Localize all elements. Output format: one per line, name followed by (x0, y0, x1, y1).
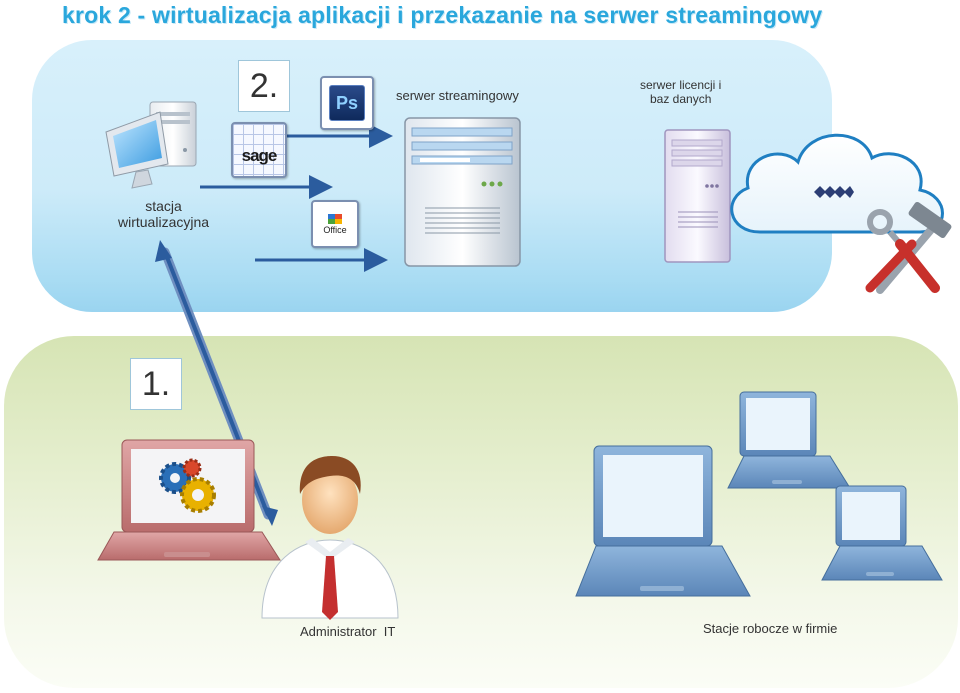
license-server-label: serwer licencji i baz danych (640, 78, 721, 106)
virtualization-station-label: stacja wirtualizacyjna (118, 198, 209, 230)
workstation-laptop-icon (575, 445, 751, 597)
flow-arrows (200, 124, 393, 272)
station-label-line1: stacja (145, 198, 182, 214)
office-label: Office (323, 224, 347, 235)
cloud-icon (730, 133, 944, 234)
step-2-badge: 2. (238, 60, 290, 112)
partner-logo-icon (814, 186, 854, 198)
workstation-laptop-icon (727, 391, 851, 489)
photoshop-app-tile: Ps (320, 76, 374, 130)
license-server-icon (664, 129, 731, 263)
workstations-label: Stacje robocze w firmie (703, 621, 838, 636)
administrator-label: Administrator IT (300, 624, 396, 639)
station-label-line2: wirtualizacyjna (118, 214, 210, 230)
page-title: krok 2 - wirtualizacja aplikacji i przek… (62, 2, 823, 28)
workstation-laptop-icon (821, 485, 943, 581)
office-app-tile: Office (311, 200, 359, 248)
sage-app-tile: sage (231, 122, 287, 178)
license-server-label-line2: baz danych (649, 92, 712, 106)
step-1-badge: 1. (130, 358, 182, 410)
license-server-label-line1: serwer licencji i (640, 78, 722, 92)
office-logo-icon (328, 213, 342, 224)
tools-icon (865, 202, 952, 294)
gears-icon (159, 458, 216, 513)
desktop-pc-icon (105, 101, 197, 189)
streaming-server-label: serwer streamingowy (396, 88, 519, 103)
streaming-server-icon (404, 117, 521, 267)
photoshop-icon: Ps (329, 85, 365, 121)
administrator-avatar-icon (261, 456, 399, 620)
sage-icon: sage (241, 146, 278, 165)
